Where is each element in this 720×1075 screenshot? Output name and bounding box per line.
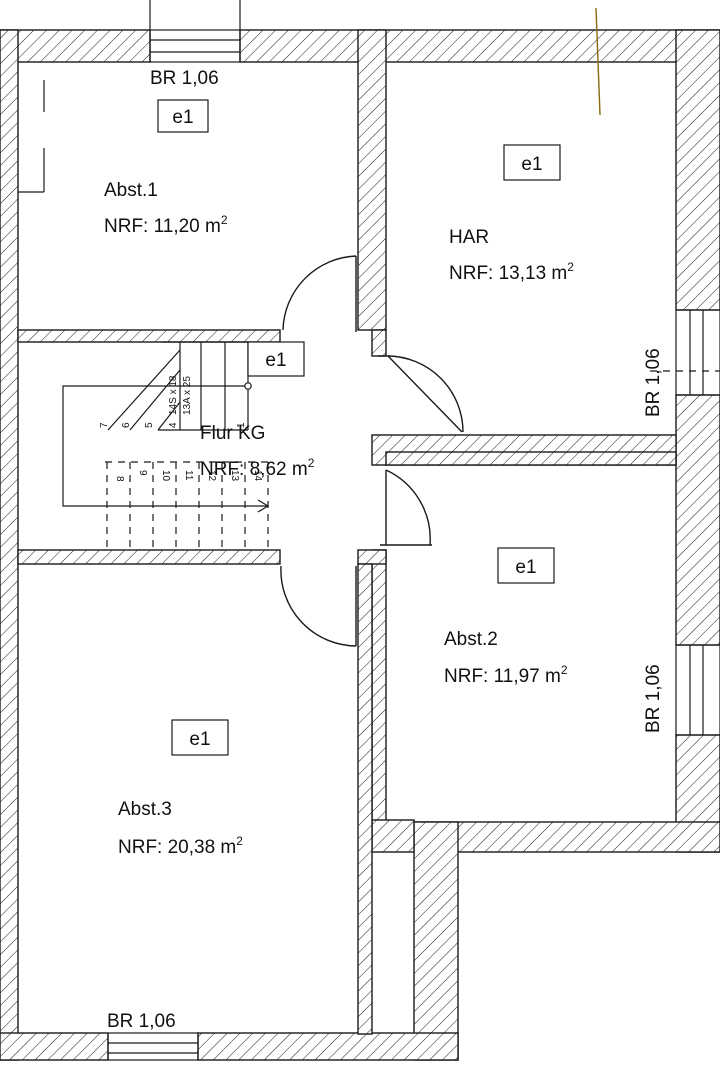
interior-walls xyxy=(17,29,677,1035)
window-label-bottom: BR 1,06 xyxy=(107,1011,176,1032)
stair-step-number: 11 xyxy=(183,470,194,481)
stair-step-number: 12 xyxy=(206,470,217,482)
stair-step-number: 7 xyxy=(99,422,110,428)
room-area: NRF: 13,13 m2 xyxy=(449,260,574,284)
window-right-upper xyxy=(675,309,720,396)
room-tag-flur: e1 xyxy=(247,341,305,377)
room-tag-label: e1 xyxy=(265,350,286,371)
room-name: HAR xyxy=(449,227,489,248)
stair-step-number: 5 xyxy=(144,422,155,428)
room-label-abst1: Abst.1 NRF: 11,20 m2 xyxy=(104,180,228,237)
area-unit-exponent: 2 xyxy=(221,213,228,227)
room-tag-label: e1 xyxy=(172,107,193,128)
room-tag-abst3: e1 xyxy=(171,719,229,756)
room-area: NRF: 8,62 m2 xyxy=(200,456,315,480)
area-unit-exponent: 2 xyxy=(308,456,315,470)
area-unit-exponent: 2 xyxy=(236,834,243,848)
stair-step-number: 6 xyxy=(121,422,132,428)
room-tag-label: e1 xyxy=(515,557,536,578)
stair-step-number: 14 xyxy=(252,470,263,482)
door-abst2 xyxy=(380,469,432,546)
stair-step-number: 13 xyxy=(229,470,240,482)
room-label-abst2: Abst.2 NRF: 11,97 m2 xyxy=(444,629,568,687)
window-top xyxy=(149,0,241,63)
room-area: NRF: 20,38 m2 xyxy=(118,834,243,858)
stair-step-number: 10 xyxy=(160,470,171,482)
room-tag-label: e1 xyxy=(189,729,210,750)
stair-step-number: 1 xyxy=(236,422,247,428)
room-area: NRF: 11,20 m2 xyxy=(104,213,228,237)
stair-step-number: 8 xyxy=(114,476,125,482)
room-tag-har: e1 xyxy=(503,144,561,181)
window-label-right-lower: BR 1,06 xyxy=(643,664,664,733)
room-label-flur: Flur KG NRF: 8,62 m2 xyxy=(200,423,315,480)
area-unit-exponent: 2 xyxy=(561,663,568,677)
stair-step-number: 9 xyxy=(137,470,148,476)
room-name: Flur KG xyxy=(200,423,265,444)
window-right-lower xyxy=(675,644,720,736)
room-label-har: HAR NRF: 13,13 m2 xyxy=(449,227,574,284)
staircase: 14S x 18 13A x 25 7 6 5 4 1 8 9 10 11 12… xyxy=(62,341,270,548)
exterior-walls xyxy=(0,29,720,1061)
room-name: Abst.3 xyxy=(118,799,172,820)
window-label-right-upper: BR 1,06 xyxy=(643,348,664,417)
room-tag-abst2: e1 xyxy=(497,547,555,584)
stair-spec-a: 14S x 18 xyxy=(168,375,179,415)
window-bottom xyxy=(107,1032,199,1061)
room-area: NRF: 11,97 m2 xyxy=(444,663,568,687)
window-label-top: BR 1,06 xyxy=(150,68,219,89)
door-abst3 xyxy=(280,565,357,647)
door-abst1 xyxy=(282,255,357,332)
stair-spec-b: 13A x 25 xyxy=(182,376,193,415)
stair-step-number: 4 xyxy=(168,422,179,428)
room-tag-abst1: e1 xyxy=(157,99,209,133)
area-unit-exponent: 2 xyxy=(567,260,574,274)
room-tag-label: e1 xyxy=(521,154,542,175)
room-name: Abst.1 xyxy=(104,180,158,201)
room-name: Abst.2 xyxy=(444,629,498,650)
door-har xyxy=(378,355,464,433)
room-label-abst3: Abst.3 NRF: 20,38 m2 xyxy=(118,799,243,858)
grid-marks xyxy=(18,7,720,372)
